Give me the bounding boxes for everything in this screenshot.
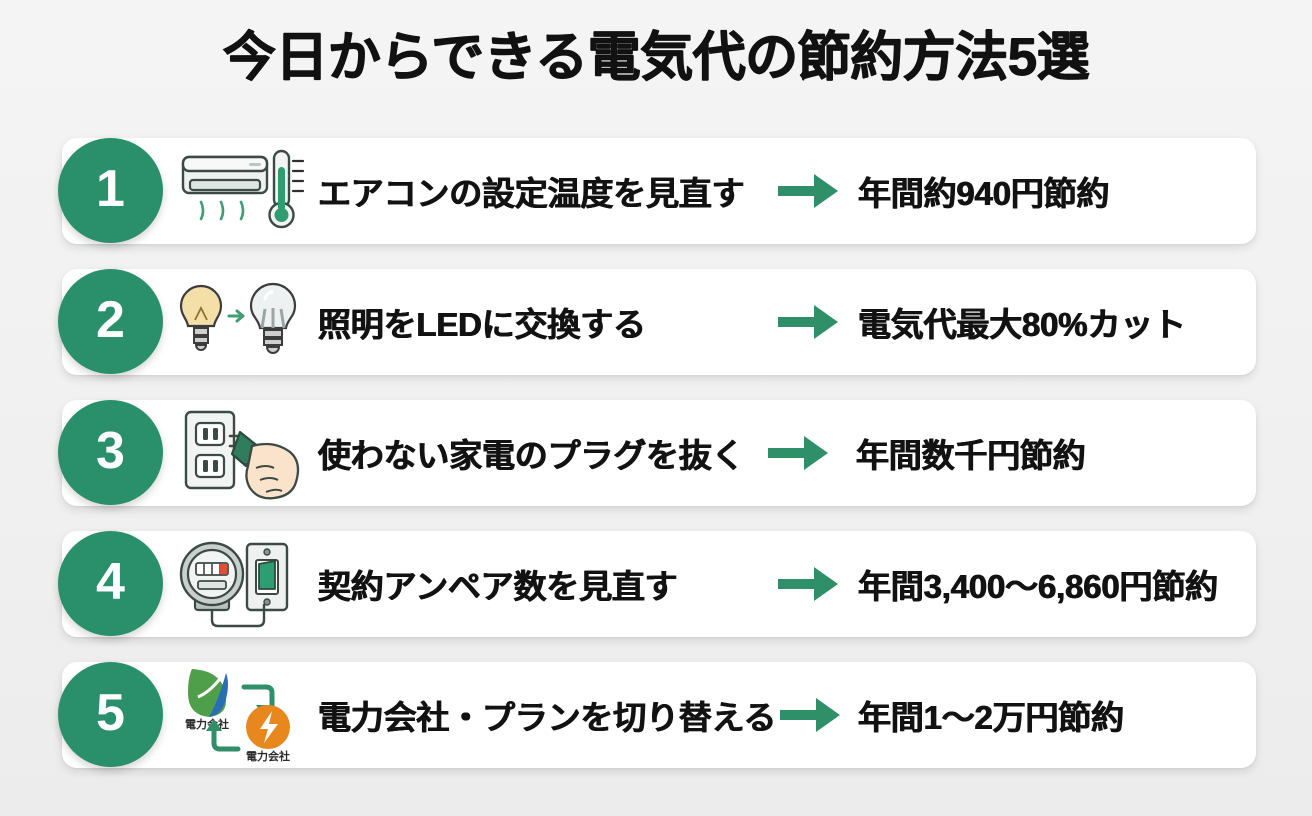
tip-result-text: 年間1〜2万円節約 [858, 699, 1124, 736]
arrow-right-icon [768, 433, 830, 473]
power-company-label-new: 電力会社 [246, 749, 290, 763]
list-item[interactable]: 5 電力会社 電力会社 [0, 662, 1312, 768]
arrow-right-icon [780, 695, 842, 735]
page-title-container: 今日からできる電気代の節約方法5選 [0, 28, 1312, 89]
tips-list: 1 [0, 138, 1312, 793]
electric-meter-breaker-icon [175, 536, 307, 632]
power-company-switch-icon: 電力会社 電力会社 [175, 667, 307, 763]
list-item[interactable]: 3 [0, 400, 1312, 506]
tip-number-label: 2 [96, 291, 125, 349]
tip-action-text: エアコンの設定温度を見直す [318, 175, 745, 212]
incandescent-to-led-bulb-icon [175, 274, 307, 370]
tip-number-badge: 3 [58, 400, 163, 505]
arrow-right-icon [778, 564, 840, 604]
tip-number-label: 5 [96, 684, 125, 742]
list-item[interactable]: 4 [0, 531, 1312, 637]
tip-result-text: 年間3,400〜6,860円節約 [858, 568, 1218, 605]
tip-number-label: 3 [96, 422, 125, 480]
arrow-right-icon [778, 171, 840, 211]
tip-action-text: 照明をLEDに交換する [318, 306, 646, 343]
tip-action-text: 電力会社・プランを切り替える [318, 699, 777, 736]
tip-result-text: 電気代最大80%カット [858, 306, 1186, 343]
tip-number-badge: 2 [58, 269, 163, 374]
tip-number-badge: 1 [58, 138, 163, 243]
air-conditioner-thermometer-icon [175, 143, 307, 239]
list-item[interactable]: 2 照 [0, 269, 1312, 375]
list-item[interactable]: 1 [0, 138, 1312, 244]
tip-number-badge: 4 [58, 531, 163, 636]
page-title: 今日からできる電気代の節約方法5選 [222, 28, 1090, 87]
tip-action-text: 契約アンペア数を見直す [318, 568, 678, 605]
tip-number-badge: 5 [58, 662, 163, 767]
tip-action-text: 使わない家電のプラグを抜く [318, 437, 745, 474]
tip-result-text: 年間約940円節約 [858, 175, 1110, 212]
arrow-right-icon [778, 302, 840, 342]
tip-number-label: 1 [96, 160, 125, 218]
power-company-label-old: 電力会社 [185, 717, 229, 731]
tip-number-label: 4 [96, 553, 125, 611]
tip-result-text: 年間数千円節約 [856, 437, 1086, 474]
hand-unplugging-outlet-icon [175, 405, 307, 501]
